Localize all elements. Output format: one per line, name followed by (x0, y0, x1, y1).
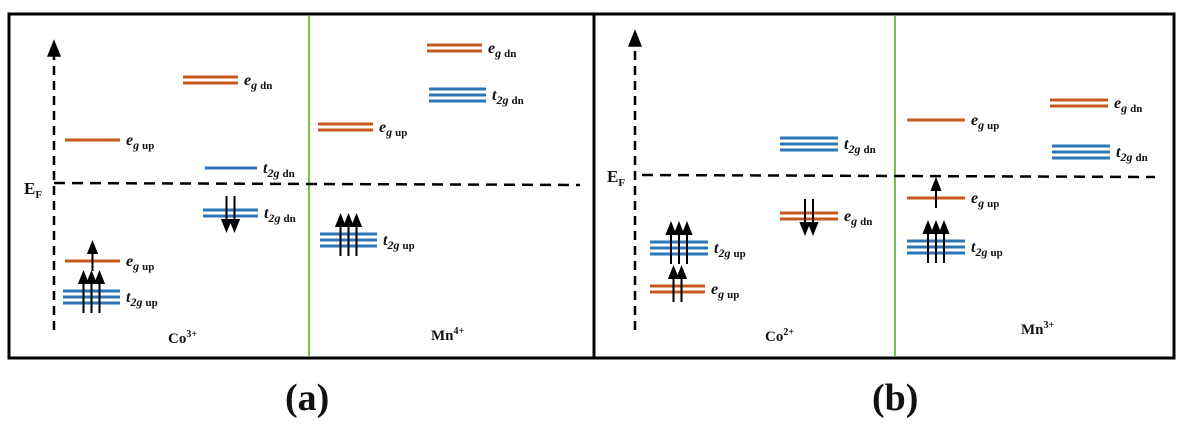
panel-a-caption: (a) (285, 377, 329, 419)
panel-b-frame (592, 12, 1176, 360)
panel-b-right-ion-label: Mn3+ (1021, 320, 1055, 338)
panel-b-fermi-line (641, 173, 1156, 179)
panel-a-right-ion-label: Mn4+ (431, 326, 465, 344)
panel-a-fermi-label: EF (24, 179, 42, 201)
panel-b-caption: (b) (872, 377, 918, 419)
panel-b-fermi-label: EF (607, 167, 625, 189)
panel-b-left-ion-label: Co2+ (765, 327, 794, 345)
panel-a-frame (7, 12, 596, 360)
panel-a-fermi-line (53, 181, 581, 187)
panel-a-left-ion-label: Co3+ (168, 329, 197, 347)
